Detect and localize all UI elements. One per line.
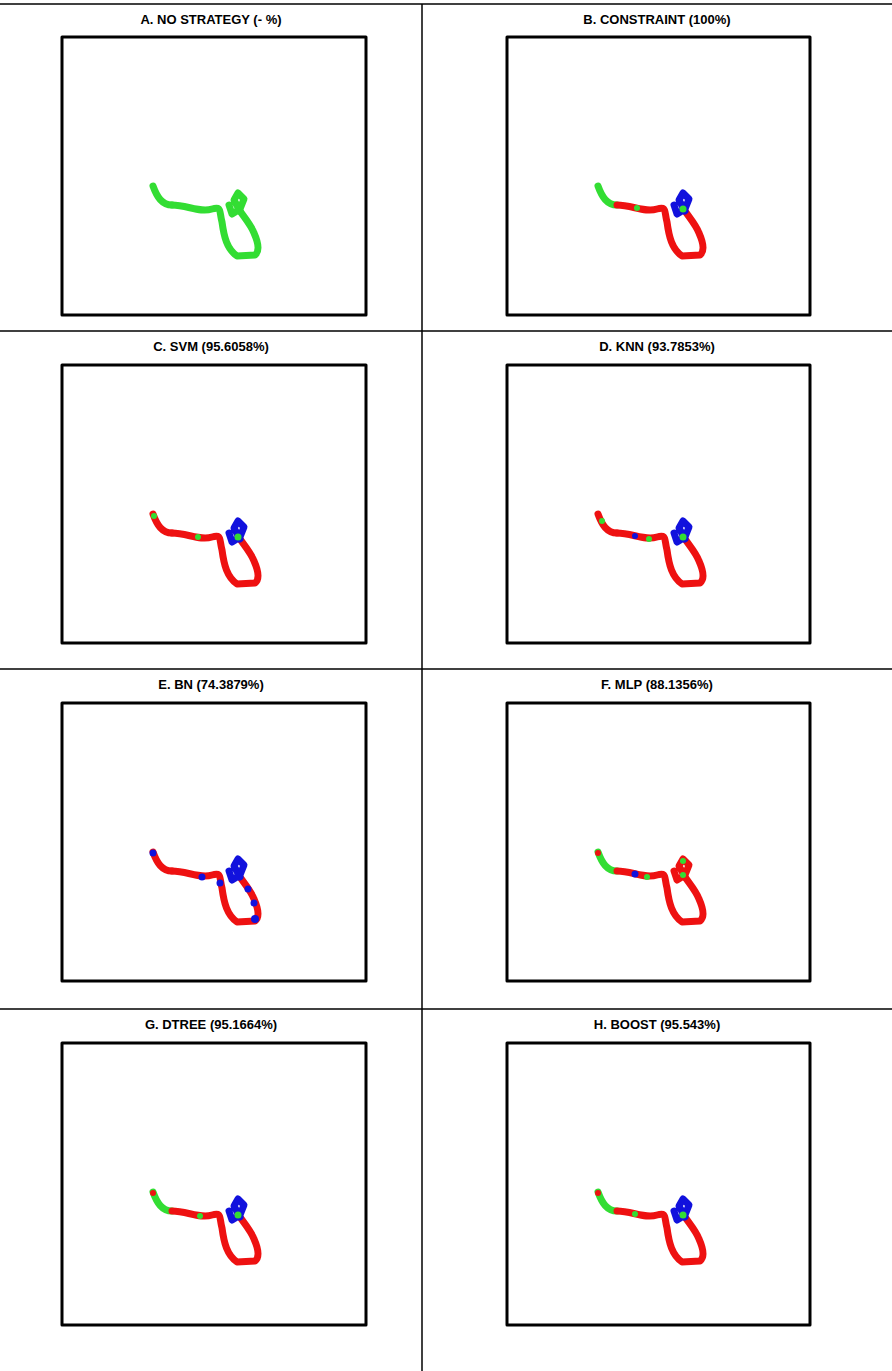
grid-lines: [0, 4, 892, 1371]
trajectory-panel: [62, 703, 366, 981]
panel-cell: B. CONSTRAINT (100%): [422, 4, 892, 331]
panel-title: C. SVM (95.6058%): [0, 339, 422, 354]
panel-title: A. NO STRATEGY (- %): [0, 12, 422, 27]
panel-cell: A. NO STRATEGY (- %): [0, 4, 422, 331]
panel-title: H. BOOST (95.543%): [422, 1017, 892, 1032]
trajectory-panel: [507, 37, 810, 315]
panel-cell: F. MLP (88.1356%): [422, 669, 892, 1009]
panel-cell: D. KNN (93.7853%): [422, 331, 892, 669]
trajectory-panel: [62, 365, 366, 643]
trajectory-panel: [62, 1043, 366, 1325]
panel-title: G. DTREE (95.1664%): [0, 1017, 422, 1032]
trajectory-panel: [507, 703, 810, 981]
panel-title: B. CONSTRAINT (100%): [422, 12, 892, 27]
panel-cell: G. DTREE (95.1664%): [0, 1009, 422, 1371]
panel-cell: C. SVM (95.6058%): [0, 331, 422, 669]
panel-cell: E. BN (74.3879%): [0, 669, 422, 1009]
panel-title: E. BN (74.3879%): [0, 677, 422, 692]
panel-cell: H. BOOST (95.543%): [422, 1009, 892, 1371]
panel-title: D. KNN (93.7853%): [422, 339, 892, 354]
panel-title: F. MLP (88.1356%): [422, 677, 892, 692]
trajectory-panel: [62, 37, 366, 315]
trajectory-panel: [507, 365, 810, 643]
trajectory-panel: [507, 1043, 810, 1325]
